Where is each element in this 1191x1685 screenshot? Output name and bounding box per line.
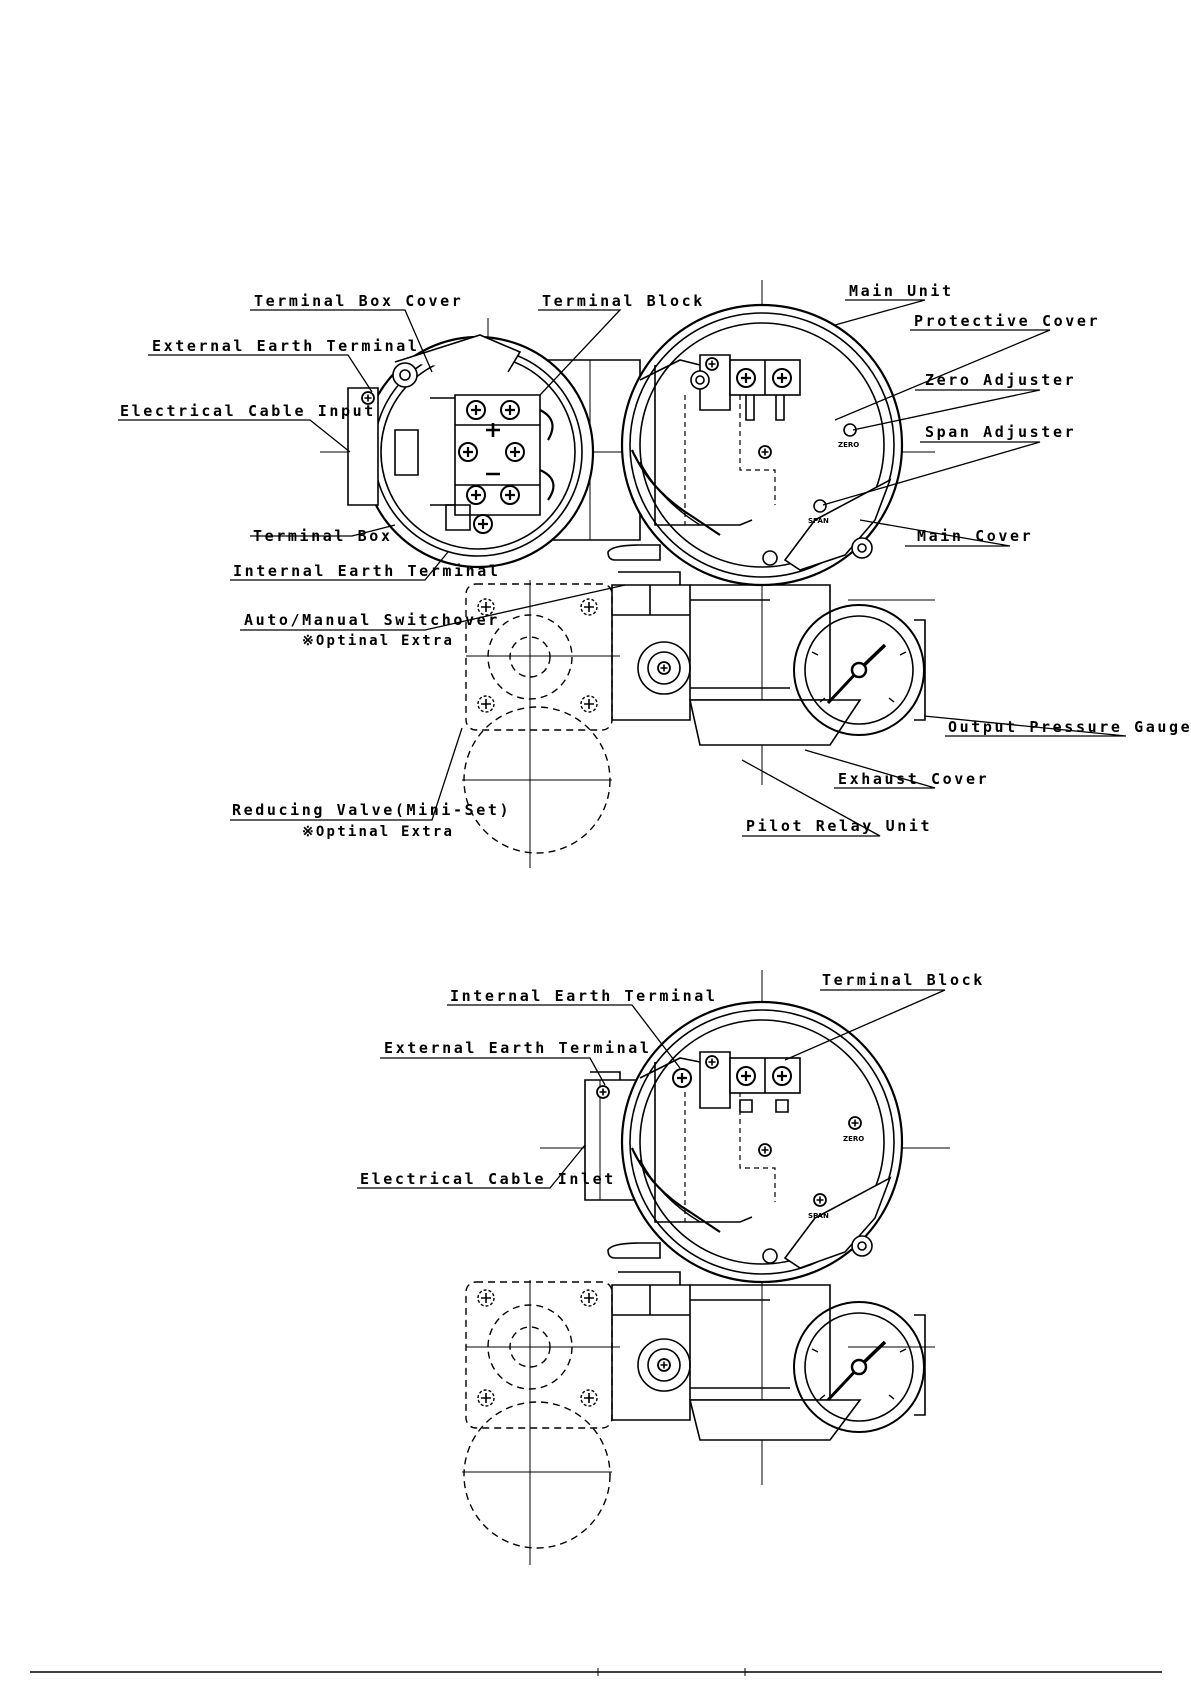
label-terminal-block: Terminal Block (542, 292, 705, 310)
label-output-pressure-gauge: Output Pressure Gauge (948, 718, 1191, 736)
label-internal-earth-terminal: Internal Earth Terminal (233, 562, 501, 580)
label-external-earth-terminal: External Earth Terminal (152, 337, 420, 355)
label-span-adjuster: Span Adjuster (925, 423, 1076, 441)
reducing-valve-outline-2 (463, 1281, 613, 1549)
diagram-2-labels: Internal Earth Terminal Terminal Block E… (360, 971, 985, 1220)
label-optional-extra-2: ※Optinal Extra (302, 824, 454, 840)
label-exhaust-cover: Exhaust Cover (838, 770, 989, 788)
footer-rule (30, 1668, 1162, 1676)
label-electrical-cable-inlet: Electrical Cable Inlet (360, 1170, 616, 1188)
main-unit-drawing (620, 303, 904, 587)
label-terminal-block-2: Terminal Block (822, 971, 985, 989)
label-terminal-box: Terminal Box (253, 527, 393, 545)
label-terminal-box-cover: Terminal Box Cover (254, 292, 463, 310)
diagram-2 (357, 970, 950, 1565)
label-reducing-valve: Reducing Valve(Mini-Set) (232, 801, 511, 819)
label-auto-manual-switchover: Auto/Manual Switchover (244, 611, 500, 629)
zero-mark-2: ZERO (843, 1135, 864, 1143)
diagram-1-labels: Terminal Box Cover Terminal Block Main U… (120, 282, 1191, 840)
label-zero-adjuster: Zero Adjuster (925, 371, 1076, 389)
span-mark: SPAN (808, 517, 829, 525)
label-main-unit: Main Unit (849, 282, 954, 300)
fitting-inner-2 (647, 1348, 681, 1382)
label-protective-cover: Protective Cover (914, 312, 1100, 330)
label-external-earth-terminal-2: External Earth Terminal (384, 1039, 652, 1057)
leader-lines-2 (357, 989, 946, 1189)
fitting-outer (637, 641, 691, 695)
output-pressure-gauge-drawing (793, 604, 926, 736)
fitting-outer-2 (637, 1338, 691, 1392)
label-internal-earth-terminal-2: Internal Earth Terminal (450, 987, 718, 1005)
zero-mark: ZERO (838, 441, 859, 449)
label-electrical-cable-input: Electrical Cable Input (120, 402, 376, 420)
label-main-cover: Main Cover (917, 527, 1033, 545)
fitting-inner (647, 651, 681, 685)
diagram-1 (118, 280, 1127, 868)
span-mark-2: SPAN (808, 1212, 829, 1220)
polarity-marks (486, 423, 500, 476)
lower-body-2 (607, 1242, 862, 1441)
main-unit-drawing-2 (620, 1000, 904, 1284)
label-pilot-relay-unit: Pilot Relay Unit (746, 817, 932, 835)
label-optional-extra-1: ※Optinal Extra (302, 633, 454, 649)
leader-lines-1 (118, 299, 1127, 837)
lower-body (607, 544, 862, 746)
pressure-gauge-drawing-2 (793, 1301, 926, 1433)
